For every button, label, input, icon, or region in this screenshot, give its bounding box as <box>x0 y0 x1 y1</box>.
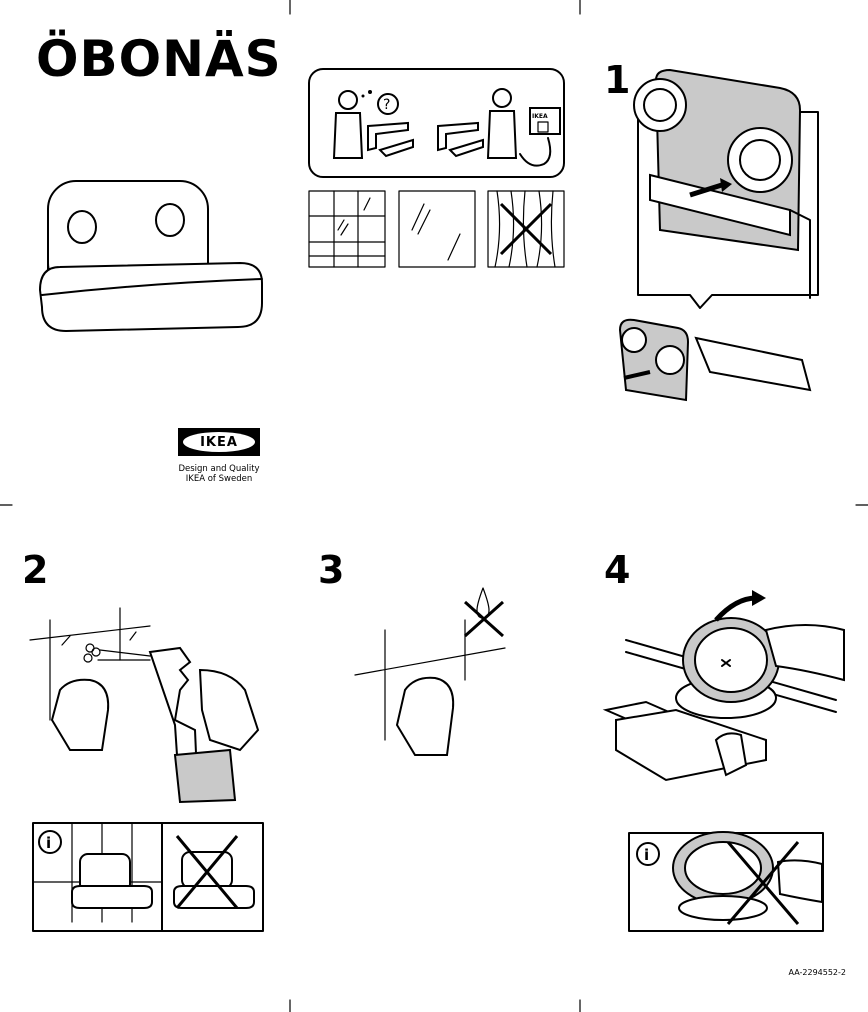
document-id: AA-2294552-2 <box>788 968 846 977</box>
help-question-icon <box>377 93 399 115</box>
cross-out-icon <box>499 202 553 256</box>
brand-tagline: Design and Quality IKEA of Sweden <box>178 464 260 484</box>
product-title: ÖBONÄS <box>36 30 282 88</box>
step-number: 1 <box>604 58 631 102</box>
cross-out-icon <box>175 835 239 909</box>
product-illustration <box>38 180 263 333</box>
ikea-logo: IKEA <box>178 428 260 456</box>
info-icon <box>38 830 62 854</box>
step-2-illustration <box>29 607 260 804</box>
info-box-step-4: i <box>628 831 824 932</box>
assembly-help-panel: ? IKEA <box>308 68 565 178</box>
svg-text:i: i <box>46 834 51 852</box>
svg-text:i: i <box>644 846 649 864</box>
cross-out-icon <box>463 600 505 638</box>
ikea-store-icon <box>529 107 561 135</box>
info-box-step-2: i <box>32 822 264 932</box>
info-icon <box>636 842 660 866</box>
cross-out-icon <box>726 841 800 925</box>
surface-tile <box>308 190 386 268</box>
surface-wood-prohibited <box>487 190 565 268</box>
step-number: 2 <box>22 548 49 592</box>
step-1-illustration <box>618 68 819 402</box>
step-4-illustration <box>602 590 845 782</box>
step-number: 3 <box>318 548 345 592</box>
step-3-illustration <box>354 587 506 756</box>
svg-text:IKEA: IKEA <box>532 113 548 120</box>
step-number: 4 <box>604 548 631 592</box>
svg-text:?: ? <box>383 97 390 113</box>
surface-glass <box>398 190 476 268</box>
